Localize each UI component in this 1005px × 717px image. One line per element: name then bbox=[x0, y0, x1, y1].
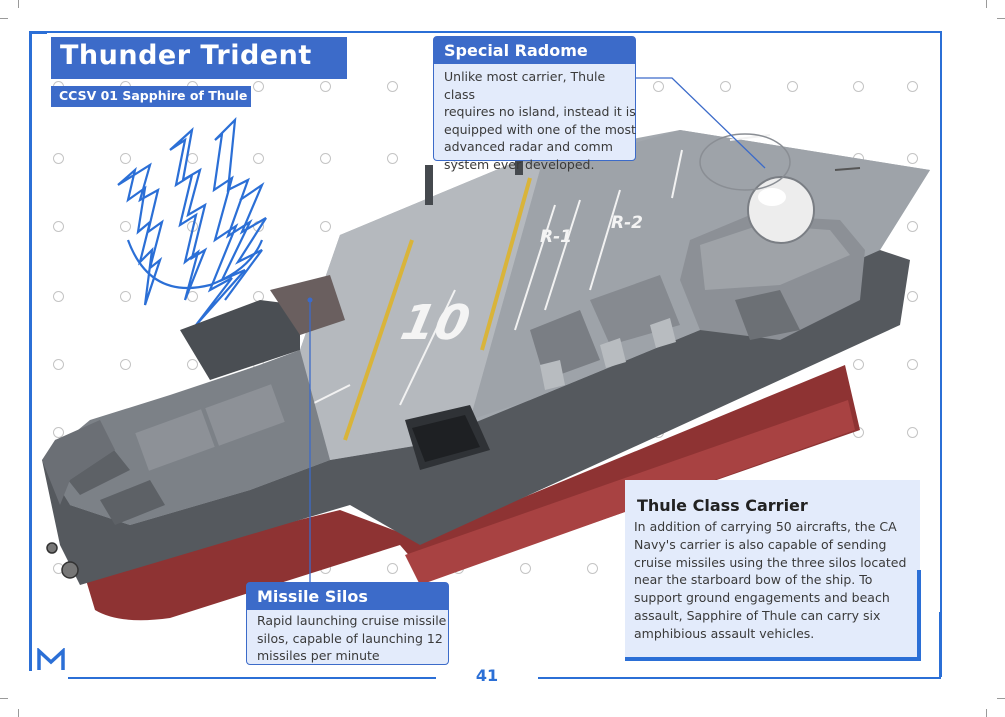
grid-dot bbox=[320, 81, 331, 92]
runway-1-label: R-1 bbox=[540, 227, 572, 247]
grid-dot bbox=[253, 81, 264, 92]
grid-dot bbox=[53, 427, 64, 438]
page-title: Thunder Trident bbox=[60, 40, 312, 71]
grid-dot bbox=[120, 291, 131, 302]
frame-corner-br bbox=[939, 612, 942, 677]
text-line: near the starboard bow of the ship. To bbox=[634, 572, 873, 588]
crop-mark bbox=[986, 709, 987, 717]
crop-mark bbox=[18, 709, 19, 717]
thule-box-underline bbox=[625, 657, 921, 661]
grid-dot bbox=[53, 221, 64, 232]
text-line: advanced radar and comm bbox=[444, 139, 613, 154]
radome-callout: Special Radome Unlike most carrier, Thul… bbox=[433, 36, 636, 172]
silos-callout: Missile Silos Rapid launching cruise mis… bbox=[246, 582, 449, 665]
grid-dot bbox=[907, 153, 918, 164]
title-banner bbox=[51, 37, 347, 79]
grid-dot bbox=[787, 81, 798, 92]
text-line: cruise missiles using the three silos lo… bbox=[634, 554, 907, 570]
grid-dot bbox=[853, 81, 864, 92]
page-number: 41 bbox=[475, 666, 499, 685]
grid-dot bbox=[120, 359, 131, 370]
runway-2-label: R-2 bbox=[611, 213, 643, 233]
text-line: requires no island, instead it is bbox=[444, 104, 636, 119]
grid-dot bbox=[907, 221, 918, 232]
grid-dot bbox=[187, 359, 198, 370]
trident-emblem bbox=[117, 117, 267, 326]
crop-mark bbox=[997, 698, 1005, 699]
crop-mark bbox=[997, 18, 1005, 19]
grid-dot bbox=[853, 359, 864, 370]
grid-dot bbox=[387, 563, 398, 574]
grid-dot bbox=[53, 153, 64, 164]
grid-dot bbox=[720, 81, 731, 92]
frame-top bbox=[38, 31, 941, 33]
frame-bottom-left bbox=[68, 677, 436, 679]
grid-dot bbox=[387, 153, 398, 164]
grid-dot bbox=[907, 427, 918, 438]
grid-dot bbox=[253, 153, 264, 164]
crop-mark bbox=[0, 698, 8, 699]
silos-callout-title: Missile Silos bbox=[257, 587, 368, 606]
hull-number: 10 bbox=[396, 295, 475, 351]
thule-info-title: Thule Class Carrier bbox=[637, 496, 808, 515]
grid-dot bbox=[120, 221, 131, 232]
crop-mark bbox=[986, 0, 987, 8]
subtitle-banner bbox=[51, 86, 251, 107]
crop-mark bbox=[18, 0, 19, 8]
text-line: Navy's carrier is also capable of sendin… bbox=[634, 536, 887, 552]
grid-dot bbox=[653, 81, 664, 92]
grid-dot bbox=[907, 291, 918, 302]
grid-dot bbox=[907, 81, 918, 92]
crop-mark bbox=[0, 18, 8, 19]
frame-right bbox=[940, 31, 942, 613]
radome-callout-title: Special Radome bbox=[444, 41, 588, 60]
callout-header bbox=[247, 583, 448, 610]
silos-callout-body: Rapid launching cruise missile silos, ca… bbox=[257, 612, 452, 665]
grid-dot bbox=[120, 153, 131, 164]
grid-dot bbox=[387, 81, 398, 92]
text-line: Unlike most carrier, Thule class bbox=[444, 69, 606, 102]
text-line: equipped with one of the most bbox=[444, 121, 636, 137]
text-line: assault, Sapphire of Thule can carry six bbox=[634, 607, 881, 623]
grid-dot bbox=[320, 153, 331, 164]
text-line: missiles per minute bbox=[257, 648, 380, 663]
frame-bottom-right bbox=[538, 677, 941, 679]
grid-dot bbox=[520, 563, 531, 574]
grid-dot bbox=[320, 221, 331, 232]
page-subtitle: CCSV 01 Sapphire of Thule bbox=[59, 88, 248, 103]
text-line: system ever developed. bbox=[444, 156, 595, 172]
grid-dot bbox=[587, 563, 598, 574]
text-line: In addition of carrying 50 aircrafts, th… bbox=[634, 519, 897, 534]
grid-dot bbox=[53, 359, 64, 370]
publisher-logo bbox=[37, 647, 65, 672]
grid-dot bbox=[53, 291, 64, 302]
grid-dot bbox=[907, 359, 918, 370]
thule-info-box bbox=[625, 480, 920, 660]
text-line: amphibious assault vehicles. bbox=[634, 625, 815, 641]
thule-info-body: In addition of carrying 50 aircrafts, th… bbox=[634, 518, 914, 643]
callout-header bbox=[434, 37, 635, 64]
thule-box-edge bbox=[917, 570, 921, 661]
frame-corner bbox=[29, 31, 47, 34]
text-line: support ground engagements and beach bbox=[634, 590, 890, 606]
radome-callout-body: Unlike most carrier, Thule class require… bbox=[444, 68, 639, 173]
text-line: Rapid launching cruise missile bbox=[257, 613, 447, 628]
frame-left bbox=[29, 31, 32, 671]
text-line: silos, capable of launching 12 bbox=[257, 630, 443, 646]
